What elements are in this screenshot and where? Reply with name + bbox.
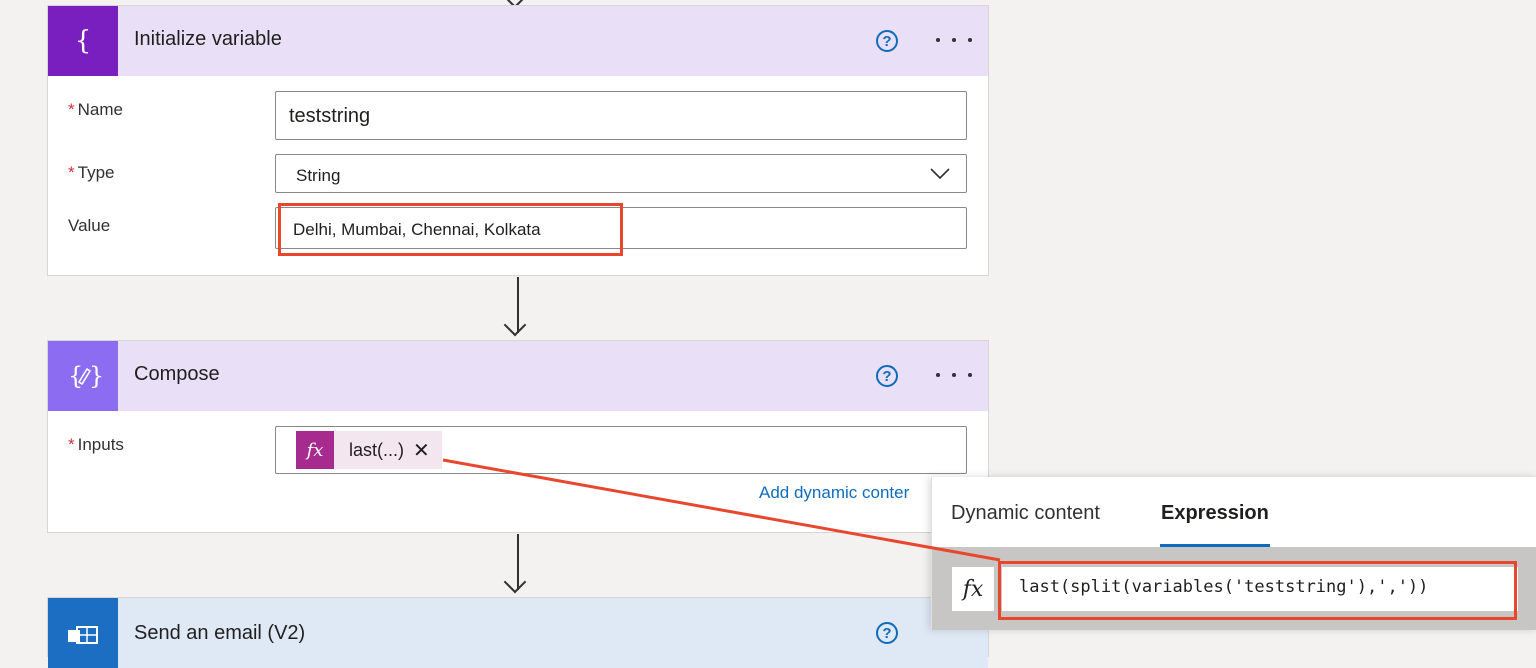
expression-text: last(split(variables('teststring'),',')) xyxy=(1019,577,1429,597)
name-value: teststring xyxy=(289,105,371,127)
compose-icon: { } xyxy=(48,341,118,411)
compose-card: { } Compose ? *Inputs fx last(...) ✕ Add… xyxy=(47,340,989,533)
initialize-variable-header[interactable]: { Initialize variable ? xyxy=(48,6,988,76)
help-icon[interactable]: ? xyxy=(876,365,898,387)
token-label: last(...) xyxy=(349,439,405,460)
inputs-label: *Inputs xyxy=(68,435,124,454)
card-title: Initialize variable xyxy=(134,28,282,50)
chevron-down-icon xyxy=(930,168,950,180)
svg-text:}: } xyxy=(89,362,103,390)
card-title: Compose xyxy=(134,363,220,385)
add-dynamic-content-link[interactable]: Add dynamic conter xyxy=(759,483,910,502)
outlook-icon xyxy=(48,598,118,668)
type-dropdown[interactable]: String xyxy=(275,154,967,193)
active-tab-indicator xyxy=(1160,544,1270,547)
type-value: String xyxy=(296,166,341,185)
close-icon[interactable]: ✕ xyxy=(413,439,430,462)
value-text: Delhi, Mumbai, Chennai, Kolkata xyxy=(293,220,541,239)
variable-icon: { xyxy=(48,6,118,76)
connector-arrow xyxy=(503,313,527,337)
send-email-header[interactable]: Send an email (V2) ? xyxy=(48,598,988,668)
help-icon[interactable]: ? xyxy=(876,30,898,52)
tab-expression[interactable]: Expression xyxy=(1161,502,1269,524)
fx-icon: fx xyxy=(952,567,994,611)
svg-text:{: { xyxy=(68,362,83,390)
connector-arrow xyxy=(503,570,527,594)
expression-editor-area: fx last(split(variables('teststring'),',… xyxy=(932,547,1536,630)
more-options-icon[interactable] xyxy=(936,28,972,52)
connector-line xyxy=(517,534,519,590)
name-field[interactable]: teststring xyxy=(275,91,967,140)
connector-line xyxy=(517,277,519,333)
value-label: Value xyxy=(68,216,111,235)
inputs-field[interactable]: fx last(...) ✕ xyxy=(275,426,967,474)
expression-highlight xyxy=(998,561,1517,620)
tab-dynamic-content[interactable]: Dynamic content xyxy=(951,502,1100,524)
name-label: *Name xyxy=(68,100,123,119)
dynamic-content-popup: Dynamic content Expression fx last(split… xyxy=(931,477,1536,630)
fx-icon: fx xyxy=(296,431,334,469)
help-icon[interactable]: ? xyxy=(876,622,898,644)
type-label: *Type xyxy=(68,163,115,182)
send-email-card: Send an email (V2) ? xyxy=(47,597,989,668)
card-title: Send an email (V2) xyxy=(134,622,306,644)
expression-token[interactable]: fx last(...) ✕ xyxy=(296,431,442,469)
expression-input[interactable]: last(split(variables('teststring'),',')) xyxy=(1002,567,1518,611)
value-highlight xyxy=(278,203,623,256)
compose-header[interactable]: { } Compose ? xyxy=(48,341,988,411)
svg-text:{: { xyxy=(75,26,92,56)
more-options-icon[interactable] xyxy=(936,363,972,387)
